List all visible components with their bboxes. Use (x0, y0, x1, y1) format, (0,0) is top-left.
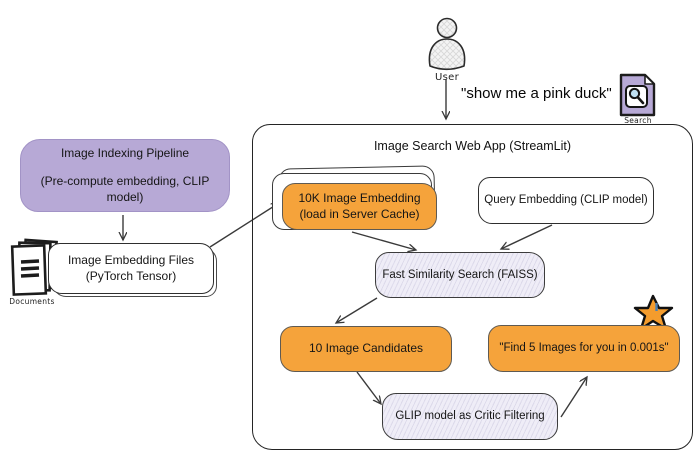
node-indexing-pipeline-line2: (Pre-compute embedding, CLIP model) (40, 174, 210, 204)
node-indexing-pipeline-line1: Image Indexing Pipeline (60, 145, 190, 160)
node-query-embedding: Query Embedding (CLIP model) (478, 177, 654, 224)
node-result-message-label: "Find 5 Images for you in 0.001s" (499, 342, 669, 355)
node-cache-line2: (load in Server Cache) (299, 206, 420, 221)
node-similarity-search: Fast Similarity Search (FAISS) (375, 252, 545, 298)
node-critic-filtering-label: GLIP model as Critic Filtering (395, 410, 545, 423)
webapp-title: Image Search Web App (StreamLit) (373, 139, 572, 153)
node-embedding-files-line1: Image Embedding Files (67, 253, 195, 268)
node-cache-line1: 10K Image Embedding (298, 191, 421, 206)
node-result-message: "Find 5 Images for you in 0.001s" (488, 325, 680, 372)
node-embedding-files: Image Embedding Files (PyTorch Tensor) (48, 243, 214, 294)
documents-icon-label: Documents (9, 297, 55, 306)
node-image-embedding-cache: 10K Image Embedding (load in Server Cach… (282, 183, 437, 230)
search-icon-label: Search (624, 116, 652, 125)
user-label: User (435, 72, 459, 83)
node-query-embedding-label: Query Embedding (CLIP model) (484, 194, 648, 207)
user-query-text: "show me a pink duck" (461, 85, 612, 102)
webapp-container: Image Search Web App (StreamLit) (252, 124, 693, 450)
node-embedding-files-line2: (PyTorch Tensor) (85, 268, 177, 283)
node-image-candidates-label: 10 Image Candidates (308, 341, 424, 356)
node-similarity-search-label: Fast Similarity Search (FAISS) (382, 268, 538, 281)
node-critic-filtering: GLIP model as Critic Filtering (382, 393, 558, 440)
search-icon (619, 73, 656, 117)
user-icon (428, 17, 466, 71)
node-indexing-pipeline: Image Indexing Pipeline (Pre-compute emb… (20, 139, 230, 212)
node-image-candidates: 10 Image Candidates (280, 326, 452, 372)
